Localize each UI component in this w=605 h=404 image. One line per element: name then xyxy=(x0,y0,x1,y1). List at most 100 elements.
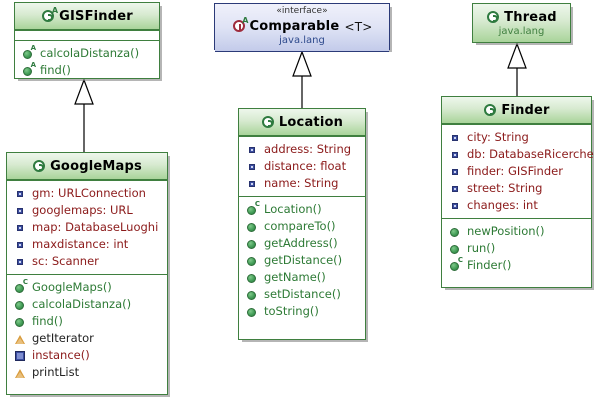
class-box-location[interactable]: Location address: String distance: float… xyxy=(238,108,366,340)
constructor-icon: C xyxy=(14,278,28,294)
member-row[interactable]: name: String xyxy=(239,175,365,192)
member-row[interactable]: toString() xyxy=(239,303,365,320)
method-icon xyxy=(246,254,259,267)
member-label: map: DatabaseLuoghi xyxy=(32,220,159,234)
field-icon xyxy=(14,204,27,217)
abstract-class-icon: A xyxy=(41,5,59,24)
class-icon xyxy=(483,103,498,118)
field-icon xyxy=(246,177,259,190)
member-label: getAddress() xyxy=(264,236,338,250)
methods-compartment: newPosition() run() C Finder() xyxy=(442,218,591,278)
member-label: street: String xyxy=(467,181,543,195)
class-icon xyxy=(32,159,47,174)
class-name: Location xyxy=(278,115,344,130)
member-row[interactable]: sc: Scanner xyxy=(7,253,167,270)
member-row[interactable]: newPosition() xyxy=(442,223,591,240)
member-label: run() xyxy=(467,241,496,255)
member-row[interactable]: street: String xyxy=(442,180,591,197)
field-icon xyxy=(246,143,259,156)
member-row[interactable]: getName() xyxy=(239,269,365,286)
method-icon xyxy=(246,220,259,233)
member-row[interactable]: finder: GISFinder xyxy=(442,163,591,180)
member-row[interactable]: C GoogleMaps() xyxy=(7,279,167,296)
member-row[interactable]: getIterator xyxy=(7,330,167,347)
class-header: Finder xyxy=(442,97,591,124)
member-row[interactable]: map: DatabaseLuoghi xyxy=(7,219,167,236)
field-icon xyxy=(449,131,462,144)
member-row[interactable]: setDistance() xyxy=(239,286,365,303)
member-row[interactable]: printList xyxy=(7,364,167,381)
member-label: db: DatabaseRicerche xyxy=(467,147,594,161)
member-row[interactable]: A find() xyxy=(15,62,159,79)
class-icon xyxy=(486,10,501,25)
member-label: address: String xyxy=(264,142,352,156)
member-row[interactable]: distance: float xyxy=(239,158,365,175)
member-row[interactable]: instance() xyxy=(7,347,167,364)
member-label: calcolaDistanza() xyxy=(40,46,140,60)
class-box-finder[interactable]: Finder city: String db: DatabaseRicerche… xyxy=(441,96,594,288)
class-box-googlemaps[interactable]: GoogleMaps gm: URLConnection googlemaps:… xyxy=(6,152,168,395)
constructor-badge: C xyxy=(254,200,260,208)
methods-compartment: C Location() compareTo() getAddress() ge… xyxy=(239,196,365,324)
member-label: toString() xyxy=(264,304,319,318)
member-label: city: String xyxy=(467,130,529,144)
class-name: GISFinder xyxy=(59,9,133,24)
member-label: googlemaps: URL xyxy=(32,203,133,217)
interface-box-comparable[interactable]: «interface» A Comparable <T> java.lang xyxy=(214,3,390,52)
member-row[interactable]: C Location() xyxy=(239,201,365,218)
fields-compartment: city: String db: DatabaseRicerche finder… xyxy=(442,124,594,218)
member-row[interactable]: address: String xyxy=(239,141,365,158)
abstract-method-icon: A xyxy=(22,62,36,77)
member-label: Finder() xyxy=(467,258,512,272)
warning-triangle-icon xyxy=(14,332,27,345)
method-icon xyxy=(14,315,27,328)
member-row[interactable]: getDistance() xyxy=(239,252,365,269)
member-row[interactable]: db: DatabaseRicerche xyxy=(442,146,594,163)
member-row[interactable]: find() xyxy=(7,313,167,330)
field-icon xyxy=(449,148,462,161)
warning-triangle-icon xyxy=(14,366,27,379)
member-row[interactable]: compareTo() xyxy=(239,218,365,235)
class-box-gisfinder[interactable]: A GISFinder A calcolaDistanza() A find() xyxy=(14,2,160,79)
class-box-thread[interactable]: Thread java.lang xyxy=(472,3,571,43)
interface-icon: A xyxy=(232,15,249,34)
member-label: distance: float xyxy=(264,159,347,173)
method-icon xyxy=(449,242,462,255)
member-label: setDistance() xyxy=(264,287,341,301)
method-icon xyxy=(449,225,462,238)
member-label: maxdistance: int xyxy=(32,237,129,251)
connector-finder-to-thread[interactable] xyxy=(505,42,529,104)
member-label: compareTo() xyxy=(264,219,336,233)
class-name: GoogleMaps xyxy=(50,159,142,174)
member-label: instance() xyxy=(32,348,90,362)
abstract-badge: A xyxy=(51,5,59,15)
member-row[interactable]: changes: int xyxy=(442,197,591,214)
member-row[interactable]: gm: URLConnection xyxy=(7,185,167,202)
static-field-icon xyxy=(14,349,27,362)
class-name: Thread xyxy=(504,10,557,25)
field-icon xyxy=(14,221,27,234)
connector-location-to-comparable[interactable] xyxy=(290,50,314,110)
member-row[interactable]: calcolaDistanza() xyxy=(7,296,167,313)
member-row[interactable]: googlemaps: URL xyxy=(7,202,167,219)
member-row[interactable]: maxdistance: int xyxy=(7,236,167,253)
constructor-badge: C xyxy=(22,278,28,286)
member-label: getIterator xyxy=(32,331,94,345)
package-label: java.lang xyxy=(279,35,325,46)
member-row[interactable]: getAddress() xyxy=(239,235,365,252)
constructor-icon: C xyxy=(246,200,260,216)
member-row[interactable]: C Finder() xyxy=(442,257,591,274)
field-icon xyxy=(449,182,462,195)
member-row[interactable]: A calcolaDistanza() xyxy=(15,45,159,62)
method-icon xyxy=(246,237,259,250)
member-label: GoogleMaps() xyxy=(32,280,112,294)
member-row[interactable]: run() xyxy=(442,240,591,257)
class-header: Location xyxy=(239,109,365,136)
class-header: GoogleMaps xyxy=(7,153,167,180)
connector-googlemaps-to-gisfinder[interactable] xyxy=(72,78,96,154)
class-icon xyxy=(261,115,276,130)
member-row[interactable]: city: String xyxy=(442,129,591,146)
field-icon xyxy=(449,199,462,212)
abstract-badge: A xyxy=(242,15,249,25)
method-icon xyxy=(246,305,259,318)
